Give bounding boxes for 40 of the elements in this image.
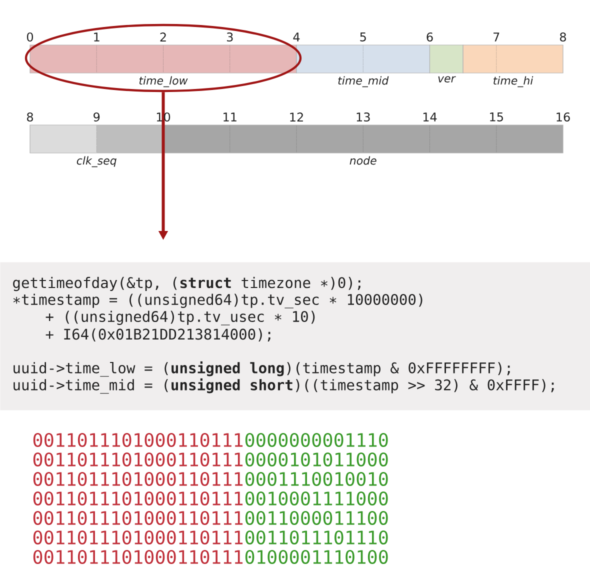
field-bar: clk_seq	[30, 124, 164, 168]
field-bar: time_low	[30, 44, 297, 88]
tick-number: 16	[556, 112, 570, 122]
binary-text: 0011011101000110111	[33, 452, 243, 466]
node-label: time_mid	[338, 76, 389, 88]
node-label: ver	[438, 76, 456, 83]
binary-text: 0011011101110	[245, 530, 388, 544]
field-bar: node	[162, 124, 564, 165]
code-line: + I64(0x01B21DD213814000);	[46, 328, 270, 342]
tick-number: 0	[26, 32, 34, 42]
code-line: ∗timestamp = ((unsigned64)tp.tv_sec ∗ 10000000)	[13, 294, 422, 308]
node-label: clk_seq	[76, 156, 116, 168]
binary-text: 0000101011000	[245, 452, 388, 466]
binary-text: 0011011101000110111	[33, 492, 243, 506]
tick-number: 4	[293, 32, 300, 42]
binary-text: 0011011101000110111	[33, 550, 243, 564]
binary-text: 0000000001110	[245, 433, 388, 447]
binary-text: 0001110010010	[245, 472, 388, 486]
tick-number: 6	[426, 32, 433, 42]
code-line: gettimeofday(&tp, (struct timezone ∗)0);	[13, 276, 360, 292]
binary-text: 0011000011100	[245, 511, 388, 525]
node-label: time_low	[139, 76, 188, 88]
node-label: node	[350, 156, 376, 165]
code-line: uuid->time_low = (unsigned long)(timestamp & 0xFFFFFFFF);	[14, 361, 510, 377]
binary-text: 0011011101000110111	[33, 530, 243, 544]
tick-number: 7	[494, 32, 500, 42]
tick-number: 8	[27, 112, 33, 122]
field-bar: time_mid	[296, 44, 430, 88]
node-label: time_hi	[494, 76, 534, 88]
highlight-ellipse	[24, 24, 302, 92]
field-bar: ver	[429, 44, 464, 83]
binary-text: 0011011101000110111	[33, 511, 243, 525]
field-bar: time_hi	[462, 44, 564, 88]
binary-text: 0011011101000110111	[33, 433, 243, 447]
binary-text: 0010001111000	[245, 492, 388, 506]
code-line: + ((unsigned64)tp.tv_usec ∗ 10)	[46, 310, 315, 326]
binary-text: 0011011101000110111	[33, 472, 243, 486]
code-line: uuid->time_mid = (unsigned short)((timestamp >> 32) & 0xFFFF);	[14, 378, 554, 394]
tick-number: 8	[560, 32, 566, 42]
binary-text: 0100001110100	[245, 550, 388, 564]
